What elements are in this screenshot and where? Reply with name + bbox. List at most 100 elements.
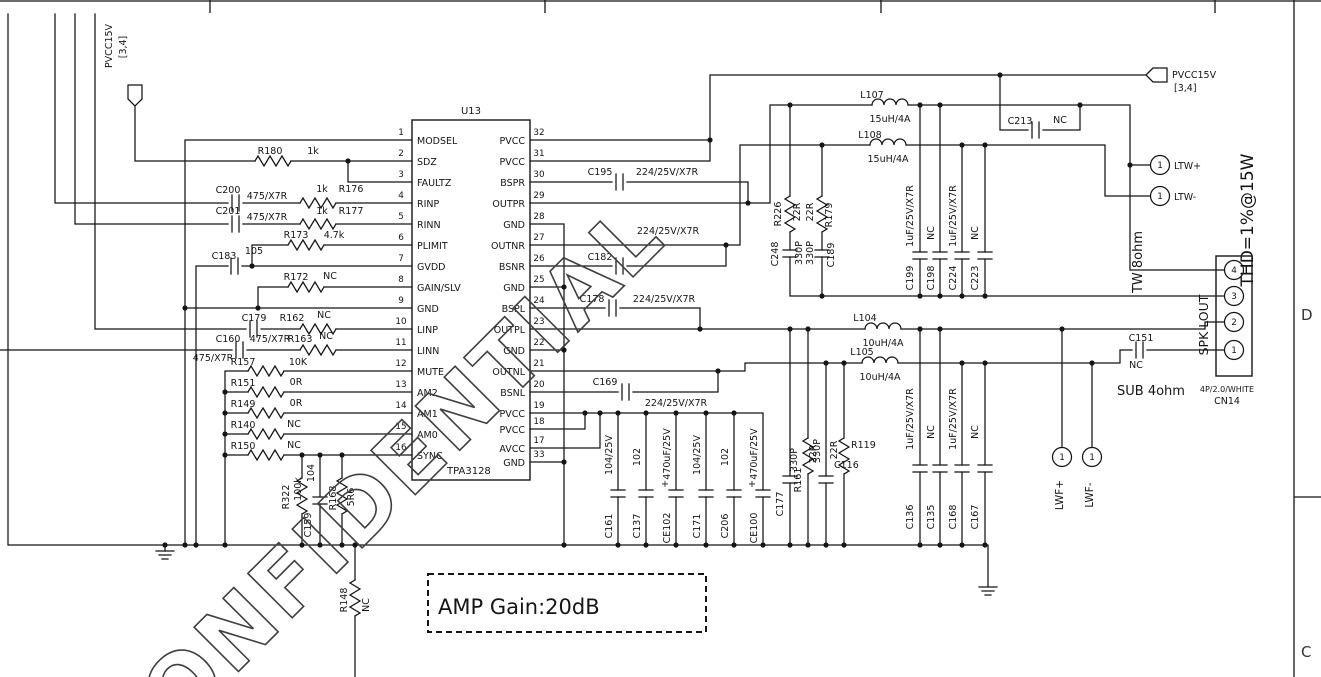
pin-name: GVDD bbox=[417, 262, 446, 273]
pin-num: 11 bbox=[395, 338, 406, 348]
ce102-plus: + bbox=[661, 479, 669, 490]
c177-ref: C177 bbox=[775, 492, 786, 517]
pin-name: LINN bbox=[417, 346, 439, 357]
sub-load-label: SUB 4ohm bbox=[1117, 384, 1185, 399]
pin-name: GND bbox=[503, 220, 525, 231]
c198-val: NC bbox=[926, 226, 937, 240]
amp-gain-box bbox=[427, 573, 707, 633]
pin-num: 4 bbox=[398, 191, 404, 201]
r161-val: 22R bbox=[808, 444, 819, 463]
r322-val: 100k bbox=[293, 477, 304, 501]
c178-val: 224/25V/X7R bbox=[633, 294, 696, 305]
pin-name: OUTNL bbox=[492, 367, 525, 378]
r177-val: 1k bbox=[316, 206, 328, 217]
ce102-ref: CE102 bbox=[662, 513, 673, 544]
center-component-labels: C195 224/25V/X7R 224/25V/X7R C182 C178 2… bbox=[580, 90, 1154, 409]
r157-ref: R157 bbox=[231, 357, 256, 368]
l107-val: 15uH/4A bbox=[870, 114, 911, 125]
pvcc-right-pages: [3,4] bbox=[1174, 83, 1197, 94]
r151-val: 0R bbox=[290, 377, 303, 388]
pin-num: 14 bbox=[395, 401, 407, 411]
l104-val: 10uH/4A bbox=[863, 338, 904, 349]
lwf-minus-pin: 1 bbox=[1089, 453, 1095, 463]
cn14-body bbox=[1215, 255, 1253, 377]
r151-ref: R151 bbox=[231, 378, 256, 389]
ltw-plus-circle bbox=[1149, 154, 1171, 176]
lwf-minus-circle bbox=[1081, 446, 1103, 468]
c136-ref: C136 bbox=[905, 505, 916, 530]
amp-gain-note: AMP Gain:20dB bbox=[438, 595, 600, 619]
c160-ref: C160 bbox=[216, 334, 241, 345]
c160-val: 475/X7R bbox=[250, 334, 291, 345]
pin-num: 30 bbox=[533, 170, 545, 180]
ltw-plus-pin: 1 bbox=[1157, 161, 1163, 171]
junction-dots bbox=[162, 72, 1133, 548]
c135-ref: C135 bbox=[926, 505, 937, 530]
c183-val: 105 bbox=[245, 246, 263, 257]
c179-val: 475/X7R bbox=[193, 353, 234, 364]
pin-num: 33 bbox=[533, 450, 544, 460]
ce100-plus: + bbox=[748, 479, 756, 490]
r161-ref: R161 bbox=[793, 468, 804, 493]
r179-val: 22R bbox=[805, 202, 816, 221]
pin-num: 19 bbox=[533, 401, 544, 411]
pin-num: 10 bbox=[395, 317, 407, 327]
c206-val: 102 bbox=[720, 448, 731, 466]
frame-zone-c: C bbox=[1301, 643, 1311, 661]
pin-name: AM1 bbox=[417, 409, 438, 420]
lwf-plus-label: LWF+ bbox=[1054, 480, 1066, 510]
pin-num: 23 bbox=[533, 317, 544, 327]
cn14-pin1-num: 1 bbox=[1231, 346, 1237, 356]
c182-val: 224/25V/X7R bbox=[637, 226, 700, 237]
pvcc-left-label: PVCC15V bbox=[104, 23, 115, 68]
ic-part: TPA3128 bbox=[446, 466, 491, 477]
c199-val: 1uF/25V/X7R bbox=[905, 185, 916, 247]
ce100-ref: CE100 bbox=[749, 513, 760, 544]
c182-ref: C182 bbox=[588, 252, 613, 263]
c135-val: NC bbox=[926, 425, 937, 439]
r172-ref: R172 bbox=[284, 272, 309, 283]
c159-ref: C159 bbox=[303, 513, 314, 538]
c189-val: 330P bbox=[805, 241, 816, 265]
pin-name: BSNR bbox=[499, 262, 525, 273]
pin-name: PVCC bbox=[500, 157, 526, 168]
c223-val: NC bbox=[970, 226, 981, 240]
pin-name: AM2 bbox=[417, 388, 438, 399]
c183-ref: C183 bbox=[212, 251, 237, 262]
pin-name: PVCC bbox=[500, 136, 526, 147]
pin-num: 18 bbox=[533, 417, 544, 427]
c200-val: 475/X7R bbox=[247, 191, 288, 202]
r226-ref: R226 bbox=[773, 202, 784, 227]
frame-zone-d: D bbox=[1301, 306, 1313, 324]
pin-name: OUTNR bbox=[491, 241, 525, 252]
r148-val: NC bbox=[361, 598, 372, 612]
pin-num: 8 bbox=[398, 275, 404, 285]
ltw-minus-pin: 1 bbox=[1157, 192, 1163, 202]
c223-ref: C223 bbox=[970, 266, 981, 291]
c151-val: NC bbox=[1129, 360, 1143, 371]
pin-num: 16 bbox=[395, 443, 407, 453]
pin-name: BSPR bbox=[500, 178, 525, 189]
c224-ref: C224 bbox=[948, 266, 959, 291]
c169-ref: C169 bbox=[593, 377, 618, 388]
cn14-pin2-num: 2 bbox=[1231, 318, 1237, 328]
cn14-pin3-num: 3 bbox=[1231, 292, 1237, 302]
c248-val: 330P bbox=[794, 241, 805, 265]
c195-ref: C195 bbox=[588, 167, 613, 178]
pin-name: PVCC bbox=[500, 409, 526, 420]
r163-val: NC bbox=[319, 331, 333, 342]
l108-ref: L108 bbox=[858, 130, 881, 141]
pin-num: 26 bbox=[533, 254, 545, 264]
pin-num: 20 bbox=[533, 380, 545, 390]
pin-num: 13 bbox=[395, 380, 406, 390]
pin-name: GAIN/SLV bbox=[417, 283, 461, 294]
pvcc-flag-left bbox=[127, 84, 143, 107]
l104-ref: L104 bbox=[853, 313, 876, 324]
pin-num: 6 bbox=[398, 233, 404, 243]
c161-ref: C161 bbox=[604, 514, 615, 539]
c195-val: 224/25V/X7R bbox=[636, 167, 699, 178]
r140-ref: R140 bbox=[231, 420, 256, 431]
pin-name: AM0 bbox=[417, 430, 438, 441]
